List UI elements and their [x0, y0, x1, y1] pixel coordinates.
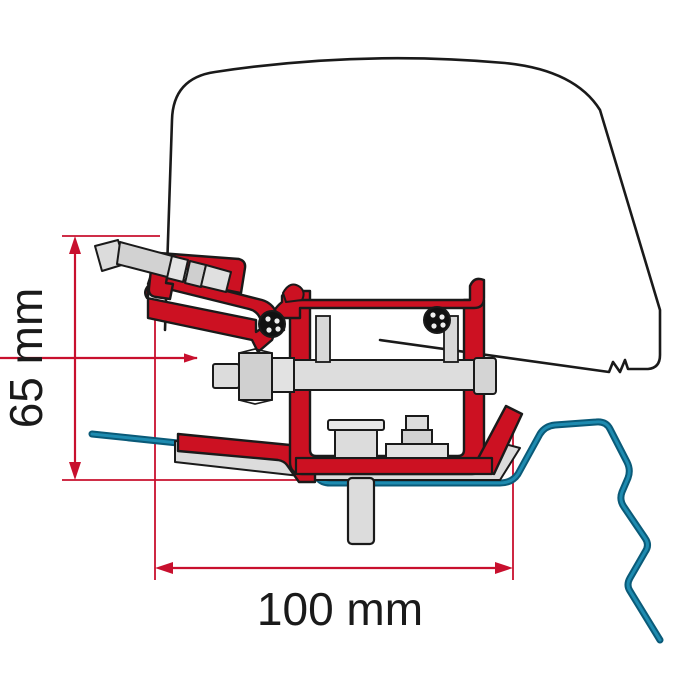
- clamp-bolt-assembly: [94, 239, 232, 293]
- main-bolt-assembly: [212, 315, 497, 405]
- inner-fastener-set: [327, 415, 449, 459]
- horizontal-arrow-head-left: [155, 562, 173, 574]
- vertical-dimension-label: 65 mm: [0, 288, 52, 429]
- hex-screw-right: [423, 306, 451, 334]
- vehicle-body-outline: [163, 56, 662, 374]
- vertical-arrow-head-top: [69, 236, 81, 254]
- hex-screw-left: [258, 310, 286, 338]
- horizontal-dimension-label: 100 mm: [257, 583, 423, 635]
- roof-rail-profile: [88, 418, 664, 644]
- lower-pin: [346, 476, 376, 546]
- horizontal-arrow-head-right: [495, 562, 513, 574]
- vertical-arrow-head-bottom: [69, 462, 81, 480]
